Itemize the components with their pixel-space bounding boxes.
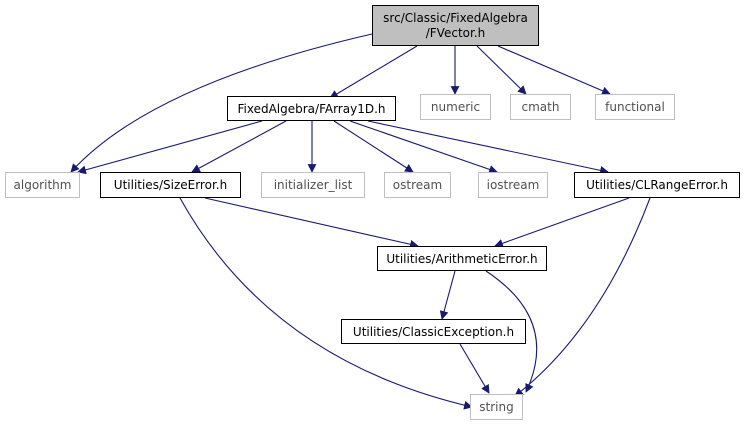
edge-farray-clrange bbox=[367, 120, 609, 175]
node-functional: functional bbox=[595, 94, 675, 120]
edge-farray-sizeerror bbox=[191, 120, 287, 173]
node-ostream: ostream bbox=[384, 172, 451, 198]
edge-classic-string bbox=[459, 343, 490, 394]
edge-root-algorithm bbox=[70, 33, 373, 173]
node-initializer-list: initializer_list bbox=[261, 172, 365, 198]
node-classicexception-h[interactable]: Utilities/ClassicException.h bbox=[341, 319, 526, 344]
edge-sizeerror-string bbox=[179, 197, 473, 410]
edge-arithmetic-string bbox=[485, 270, 538, 393]
node-farray1d-h[interactable]: FixedAlgebra/FArray1D.h bbox=[227, 96, 396, 121]
edge-root-functional bbox=[497, 45, 611, 95]
node-clrangeerror-h[interactable]: Utilities/CLRangeError.h bbox=[574, 172, 740, 198]
edge-farray-ostream bbox=[333, 120, 414, 173]
node-sizeerror-h[interactable]: Utilities/SizeError.h bbox=[100, 172, 241, 198]
edge-farray-algorithm bbox=[77, 120, 263, 175]
edge-root-farray bbox=[329, 45, 418, 99]
node-iostream: iostream bbox=[478, 172, 548, 198]
edge-farray-iostream bbox=[349, 120, 498, 174]
edge-arithmetic-classic bbox=[439, 270, 456, 320]
node-algorithm: algorithm bbox=[5, 172, 80, 198]
node-fvector-h[interactable]: src/Classic/FixedAlgebra /FVector.h bbox=[372, 5, 539, 46]
edge-sizeerror-arithmetic bbox=[204, 197, 419, 249]
edge-clrange-arithmetic bbox=[494, 197, 630, 248]
node-cmath: cmath bbox=[510, 94, 571, 120]
node-fvector-h-line1: src/Classic/FixedAlgebra bbox=[383, 10, 528, 25]
node-numeric: numeric bbox=[420, 94, 491, 120]
node-arithmeticerror-h[interactable]: Utilities/ArithmeticError.h bbox=[377, 246, 547, 271]
node-string: string bbox=[470, 394, 523, 420]
node-fvector-h-line2: /FVector.h bbox=[425, 25, 486, 40]
edge-clrange-string bbox=[514, 197, 651, 397]
edge-root-cmath bbox=[476, 45, 527, 95]
